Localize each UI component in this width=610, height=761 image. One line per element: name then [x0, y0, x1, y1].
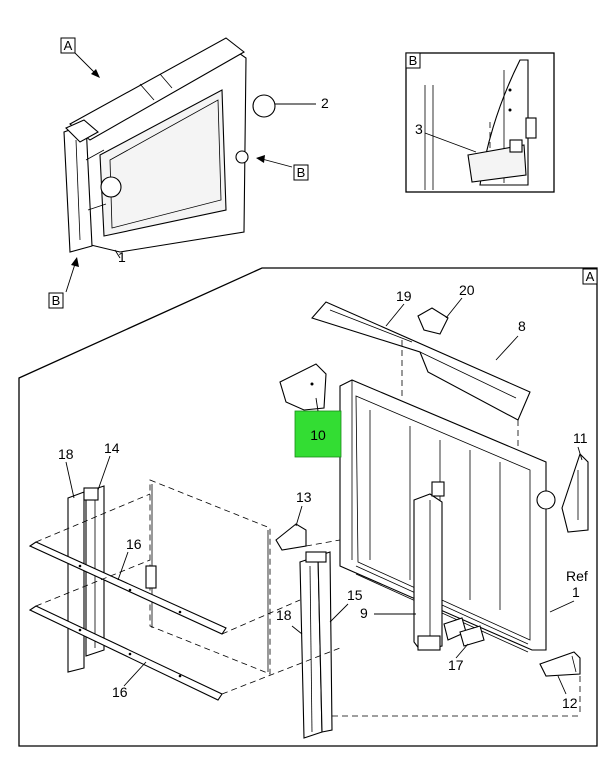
callout-10-highlight: [294, 410, 342, 458]
detail-b-box: [405, 52, 421, 69]
callout-19: 19: [396, 288, 412, 304]
callout-8: 8: [518, 318, 526, 334]
view-b-right-box: [293, 164, 309, 181]
callout-16-upper: 16: [126, 536, 142, 552]
callout-ref-word: Ref: [566, 568, 588, 584]
callout-2: 2: [321, 95, 329, 111]
view-b-right-label: B: [297, 165, 306, 180]
callout-11: 11: [573, 430, 588, 446]
view-b-bottom-label: B: [52, 293, 61, 308]
view-b-bottom-box: [48, 292, 64, 309]
detail-b-label: B: [409, 53, 418, 68]
callout-18-mid: 18: [276, 607, 292, 623]
callout-1-ref: 1: [572, 584, 580, 600]
detail-a: A: [18, 267, 598, 747]
callout-3: 3: [415, 121, 423, 137]
callout-1-overview: 1: [118, 249, 126, 265]
callout-17: 17: [448, 657, 464, 673]
callout-12: 12: [562, 695, 578, 711]
callout-13: 13: [296, 489, 312, 505]
callout-15: 15: [347, 587, 363, 603]
callout-20: 20: [459, 282, 475, 298]
detail-a-box: [582, 268, 598, 285]
detail-b: B 3: [405, 52, 555, 193]
overview-assembly: A 2 B B 1: [48, 37, 329, 309]
callout-18-left: 18: [58, 446, 74, 462]
view-a-box: [60, 37, 76, 54]
view-a-label: A: [64, 38, 73, 53]
callout-16-lower: 16: [112, 684, 128, 700]
callout-14: 14: [104, 440, 120, 456]
detail-a-label: A: [586, 269, 595, 284]
callout-9: 9: [360, 605, 368, 621]
callout-10: 10: [310, 427, 326, 443]
